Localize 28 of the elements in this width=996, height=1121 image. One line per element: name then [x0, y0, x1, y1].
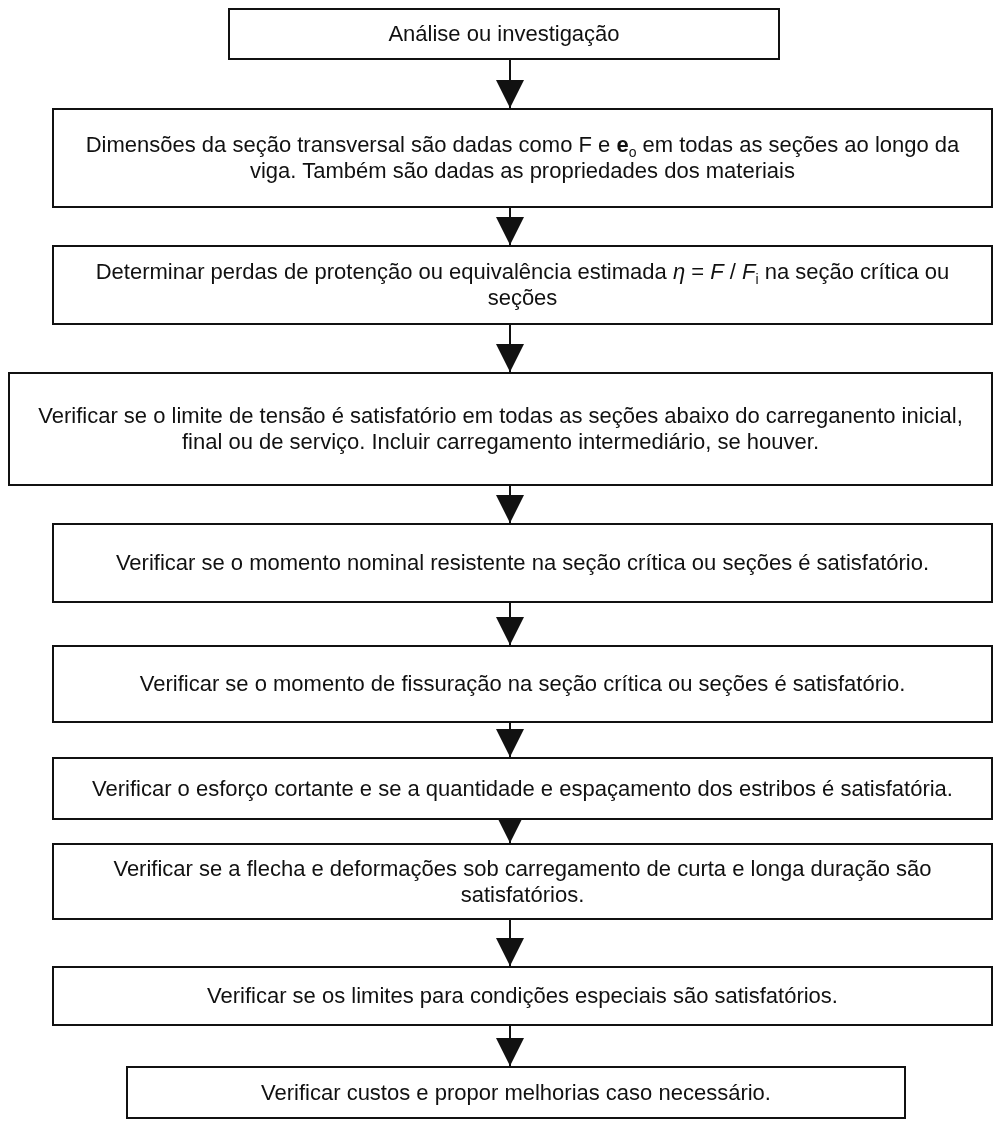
process-box	[228, 8, 780, 60]
process-box	[52, 843, 993, 920]
step-text: Análise ou investigação	[388, 21, 620, 47]
step-text: Verificar se o momento nominal resistente na seção crítica ou seções é satisfatório.	[115, 550, 930, 576]
arrow	[496, 602, 524, 646]
step-text: Verificar se o limite de tensão é satisfatório em todas as seções abaixo do carreganento inicial, final ou de serviço. Incluir carregamento intermediário, se houver.	[37, 403, 964, 455]
arrow	[496, 59, 524, 109]
process-box	[52, 108, 993, 208]
arrow	[496, 919, 524, 967]
arrow	[496, 1025, 524, 1067]
step-text: Verificar se os limites para condições especiais são satisfatórios.	[207, 983, 838, 1009]
step-text: Determinar perdas de protenção ou equivalência estimada η = F / F$_{i}$ na seção crítica ou seções	[94, 259, 951, 311]
process-box	[52, 523, 993, 603]
step-text: Verificar se o momento de fissuração na seção crítica ou seções é satisfatório.	[139, 671, 906, 697]
process-box	[52, 966, 993, 1026]
arrow	[496, 324, 524, 373]
step-text: Verificar custos e propor melhorias caso necessário.	[261, 1079, 771, 1106]
step-text: Verificar se a flecha e deformações sob carregamento de curta e longa duração são satisfatórios.	[112, 855, 933, 908]
process-box	[8, 372, 993, 486]
arrow	[496, 485, 524, 524]
process-box	[126, 1066, 906, 1119]
process-box	[52, 245, 993, 325]
step-text: Verificar o esforço cortante e se a quantidade e espaçamento dos estribos é satisfatória.	[92, 775, 953, 802]
arrow	[496, 722, 524, 758]
process-box	[52, 645, 993, 723]
process-box	[52, 757, 993, 820]
step-text: Dimensões da seção transversal são dadas como F e e$_{o}$ em todas as seções ao longo da viga. Também são dadas as propriedades dos materiais	[84, 132, 961, 184]
arrow	[496, 207, 524, 246]
